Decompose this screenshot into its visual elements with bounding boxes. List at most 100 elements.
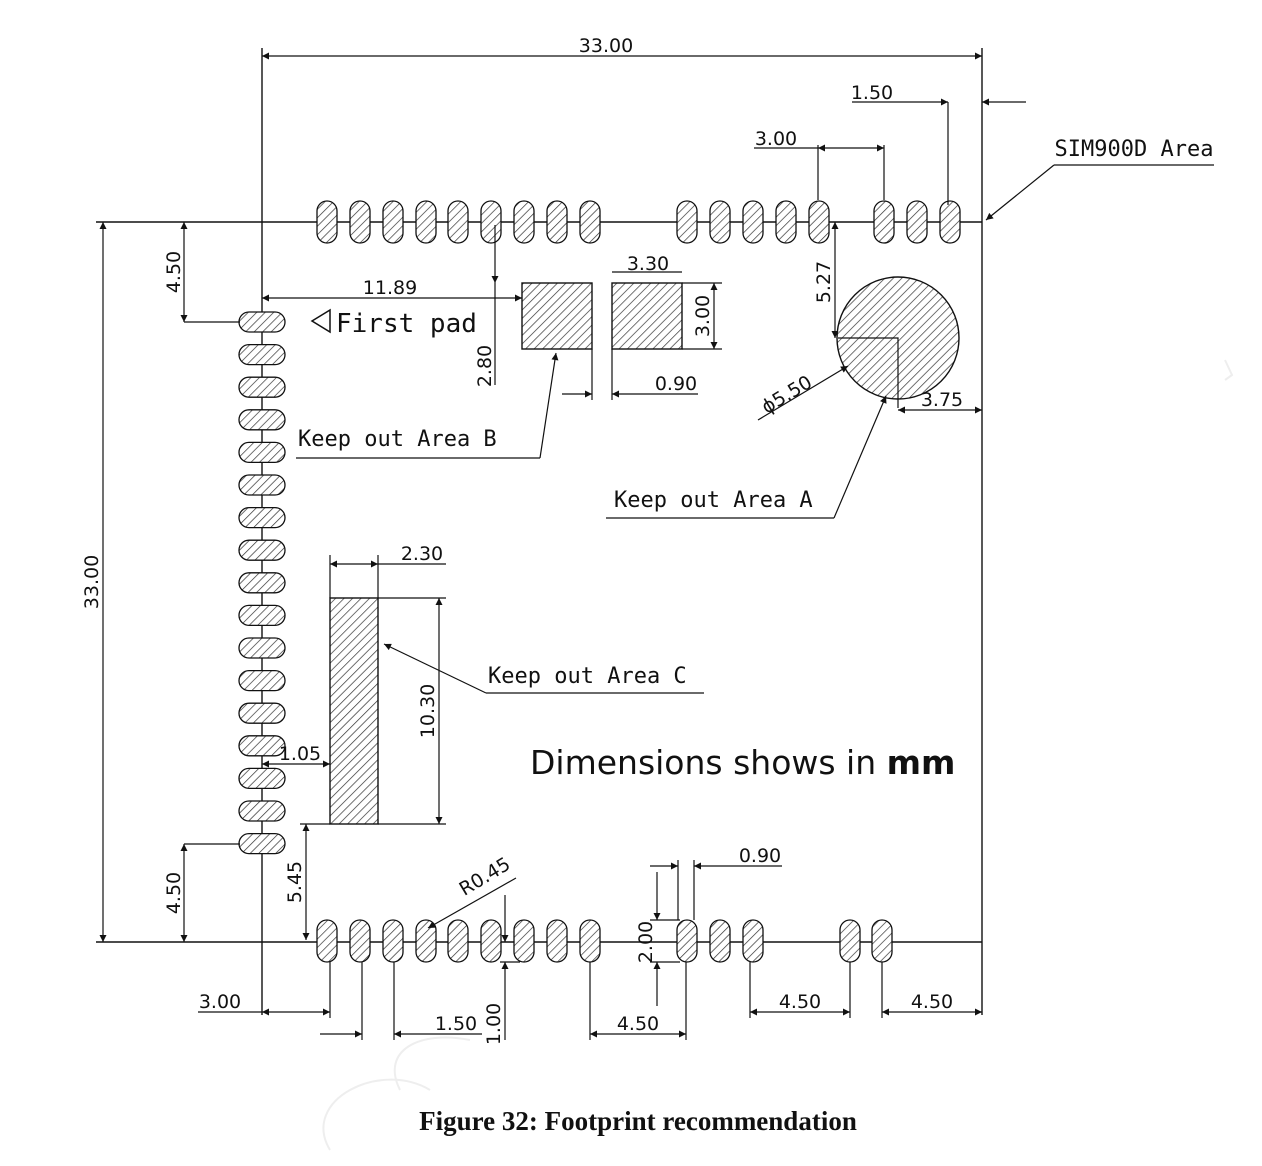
dim-keepout-b-width: 3.30 [612, 253, 682, 275]
dim-keepout-c-height-label: 10.30 [417, 684, 439, 738]
dim-keepout-a-diameter: ϕ5.50 [757, 365, 849, 421]
figure-caption: Figure 32: Footprint recommendation [419, 1106, 857, 1136]
bottom-pad [742, 919, 764, 963]
keepout-a-radius-line [838, 337, 899, 408]
top-pad [676, 200, 698, 244]
units-note: Dimensions shows in mm [530, 743, 955, 782]
bottom-pad [513, 919, 535, 963]
top-pad [349, 200, 371, 244]
top-pad [382, 200, 404, 244]
dim-bottom-offset-label: 5.45 [284, 861, 306, 903]
top-pad [873, 200, 895, 244]
top-pad [480, 200, 502, 244]
dim-keepout-b-width-label: 3.30 [627, 253, 669, 275]
module-outline [96, 48, 983, 1015]
bottom-pad [676, 919, 698, 963]
left-pad [238, 343, 286, 366]
top-pad [579, 200, 601, 244]
dim-bottom-offset: 5.45 [284, 823, 330, 940]
bottom-pad [546, 919, 568, 963]
dim-keepout-c-offset-label: 1.05 [279, 743, 321, 765]
bottom-pad [480, 919, 502, 963]
left-pad [238, 506, 286, 529]
top-pad [939, 200, 961, 244]
bottom-pad [447, 919, 469, 963]
left-pad [238, 441, 286, 464]
left-pad [238, 604, 286, 627]
left-pad [238, 669, 286, 692]
dim-overall-height: 33.00 [81, 222, 107, 942]
dim-keepout-c-width: 2.30 [329, 543, 446, 598]
dim-keepout-c-offset: 1.05 [262, 743, 330, 768]
keepout-b-callout: Keep out Area B [296, 352, 559, 459]
dim-bottom-gap-1: 4.50 [589, 962, 687, 1040]
dim-pad-pitch: 1.50 [320, 962, 482, 1040]
keepout-a-label: Keep out Area A [614, 488, 813, 513]
module-area-callout: SIM900D Area [985, 137, 1214, 221]
dim-bottom-gap-2-label: 4.50 [779, 991, 821, 1013]
dim-keepout-a-edge-label: 3.75 [921, 389, 963, 411]
dim-pad-radius: R0.45 [427, 853, 517, 929]
left-pad [238, 767, 286, 790]
dim-overall-height-label: 33.00 [81, 555, 103, 609]
left-pad [238, 832, 286, 855]
dim-bottom-to-last-pad-label: 4.50 [163, 872, 185, 914]
left-pad [238, 311, 286, 333]
dim-keepout-b-offset-label: 2.80 [474, 345, 496, 387]
dim-first-pad-x-label: 11.89 [363, 277, 417, 299]
first-pad-label: First pad [336, 309, 477, 339]
top-pad [709, 200, 731, 244]
keepout-c-label: Keep out Area C [488, 664, 687, 689]
dim-keepout-b-gap-label: 0.90 [655, 373, 697, 395]
keepout-b-label: Keep out Area B [298, 427, 497, 452]
top-pad [808, 200, 830, 244]
top-pad [906, 200, 928, 244]
dim-pad-width: 0.90 [650, 845, 782, 920]
dim-pad-radius-label: R0.45 [455, 853, 514, 900]
keepout-a-callout: Keep out Area A [606, 395, 887, 519]
top-pad [546, 200, 568, 244]
top-pad [447, 200, 469, 244]
dim-keepout-c-width-label: 2.30 [401, 543, 443, 565]
first-pad-triangle-icon [310, 308, 331, 334]
module-area-label: SIM900D Area [1055, 137, 1214, 162]
keepout-area-c [329, 597, 379, 825]
dim-overall-width: 33.00 [262, 35, 982, 60]
watermark [322, 359, 1234, 1151]
dim-keepout-a-offset-label: 5.27 [813, 261, 835, 303]
dim-bottom-left-margin-label: 3.00 [199, 991, 241, 1013]
left-pad [238, 409, 286, 431]
dim-bottom-to-last-pad: 4.50 [163, 843, 240, 942]
keepout-area-b-left [521, 282, 593, 350]
dim-pad-length-label: 2.00 [635, 921, 657, 963]
dim-pad-protrusion: 1.00 [483, 895, 520, 1045]
dim-top-pitch: 3.00 [754, 128, 885, 200]
dim-keepout-b-height-label: 3.00 [692, 295, 714, 337]
dim-bottom-gap-2: 4.50 [749, 962, 851, 1018]
dim-keepout-b-height: 3.00 [682, 282, 722, 350]
dim-overall-width-label: 33.00 [579, 35, 633, 57]
units-note-prefix: Dimensions shows in [530, 743, 887, 782]
left-pad [238, 376, 286, 398]
keepout-area-b-right [611, 282, 683, 350]
dim-pad-pitch-label: 1.50 [435, 1013, 477, 1035]
left-pad [238, 637, 286, 659]
bottom-pad [415, 919, 437, 963]
dim-keepout-b-offset: 2.80 [474, 225, 499, 387]
left-pad [238, 800, 286, 822]
dim-top-to-first-pad-label: 4.50 [163, 251, 185, 293]
dim-keepout-a-offset: 5.27 [813, 222, 839, 338]
dim-top-right-margin: 1.50 [851, 82, 1026, 205]
dim-bottom-gap-3-label: 4.50 [911, 991, 953, 1013]
bottom-pad [839, 919, 861, 963]
dim-bottom-left-margin: 3.00 [198, 962, 331, 1018]
dim-pad-width-label: 0.90 [739, 845, 781, 867]
dim-bottom-gap-1-label: 4.50 [617, 1013, 659, 1035]
dim-pad-length: 2.00 [635, 872, 680, 1006]
top-pad [742, 200, 764, 244]
dim-keepout-a-diameter-label: ϕ5.50 [758, 371, 816, 418]
dim-keepout-c-height: 10.30 [378, 597, 446, 825]
bottom-pad [316, 919, 338, 963]
top-pad [415, 200, 437, 244]
